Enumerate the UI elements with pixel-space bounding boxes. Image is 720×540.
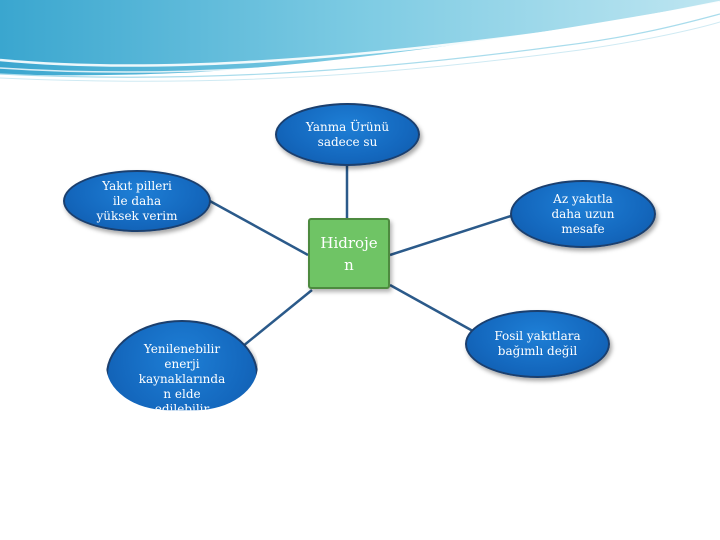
node-left-top: Yakıt pilleri ile daha yüksek verim [63,170,211,232]
header-wave-decoration [0,0,720,82]
node-right-top-label: Az yakıtla daha uzun mesafe [551,191,615,236]
connector-right-bottom [389,283,481,337]
node-top-label: Yanma Ürünü sadece su [305,119,390,149]
node-right-top: Az yakıtla daha uzun mesafe [510,180,656,248]
node-center: Hidroje n [308,218,390,289]
node-left-bottom-label: Yenilenebilir enerji kaynaklarında n eld… [138,341,226,416]
node-left-top-label: Yakıt pilleri ile daha yüksek verim [96,178,178,223]
node-top: Yanma Ürünü sadece su [275,103,420,166]
connector-left-top [207,198,309,257]
node-center-label: Hidroje n [320,233,378,274]
node-right-bottom: Fosil yakıtlara bağımlı değil [465,310,610,378]
node-right-bottom-label: Fosil yakıtlara bağımlı değil [494,329,581,358]
connector-right-top [389,213,515,257]
